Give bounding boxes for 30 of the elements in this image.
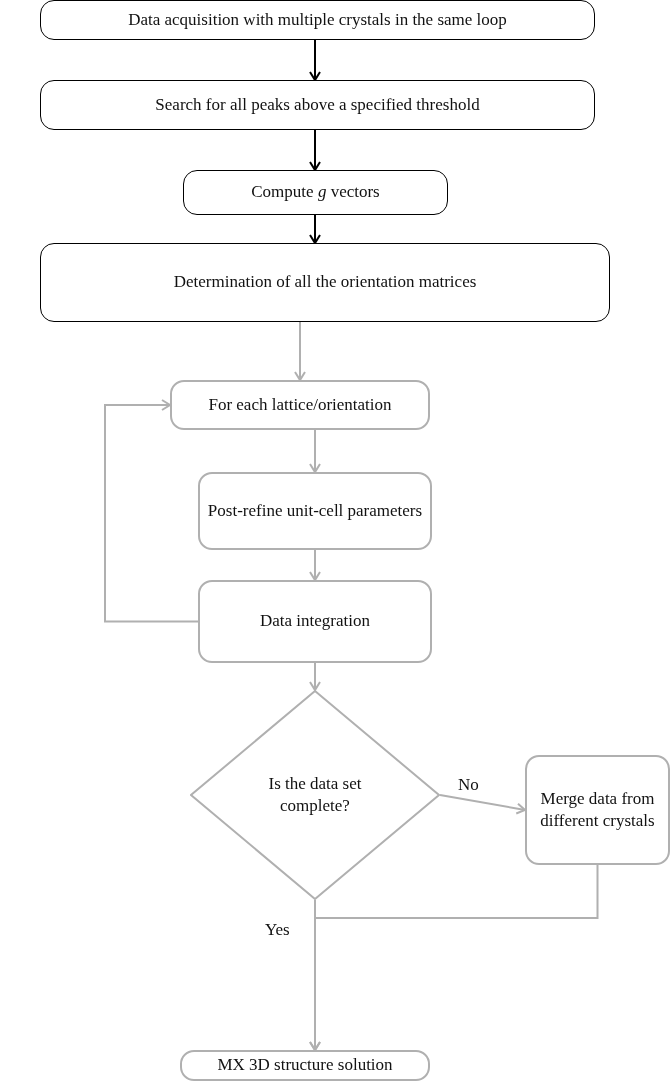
process-box — [40, 243, 610, 322]
process-box — [170, 380, 430, 430]
arrow — [309, 39, 321, 81]
process-box — [525, 755, 670, 865]
arrow — [309, 662, 321, 691]
step-text: Data integration — [259, 610, 371, 633]
process-box — [40, 0, 595, 40]
process-box — [180, 1050, 430, 1081]
process-box — [183, 170, 448, 215]
decision-diamond — [190, 690, 440, 900]
arrow — [309, 549, 321, 581]
step-text: MX 3D structure solution — [216, 1054, 394, 1077]
process-box — [198, 472, 432, 550]
arrow — [104, 399, 199, 623]
arrow — [309, 429, 321, 473]
arrow — [439, 794, 526, 815]
step-text: Determination of all the orientation matrices — [172, 271, 478, 294]
process-box — [40, 80, 595, 130]
step-text: For each lattice/orientation — [207, 393, 393, 416]
decision-text: Is the data set complete? — [267, 772, 363, 817]
arrow — [294, 321, 306, 381]
arrow — [309, 129, 321, 171]
step-text: Post-refine unit-cell parameters — [206, 499, 424, 522]
step-text: Merge data from different crystals — [539, 787, 656, 832]
step-text: Compute g vectors — [250, 181, 381, 204]
arrow — [309, 214, 321, 244]
step-text: Data acquisition with multiple crystals in the same loop — [127, 8, 508, 31]
step-text: Search for all peaks above a specified threshold — [154, 93, 481, 116]
arrow — [309, 899, 321, 1051]
process-box — [198, 580, 432, 663]
